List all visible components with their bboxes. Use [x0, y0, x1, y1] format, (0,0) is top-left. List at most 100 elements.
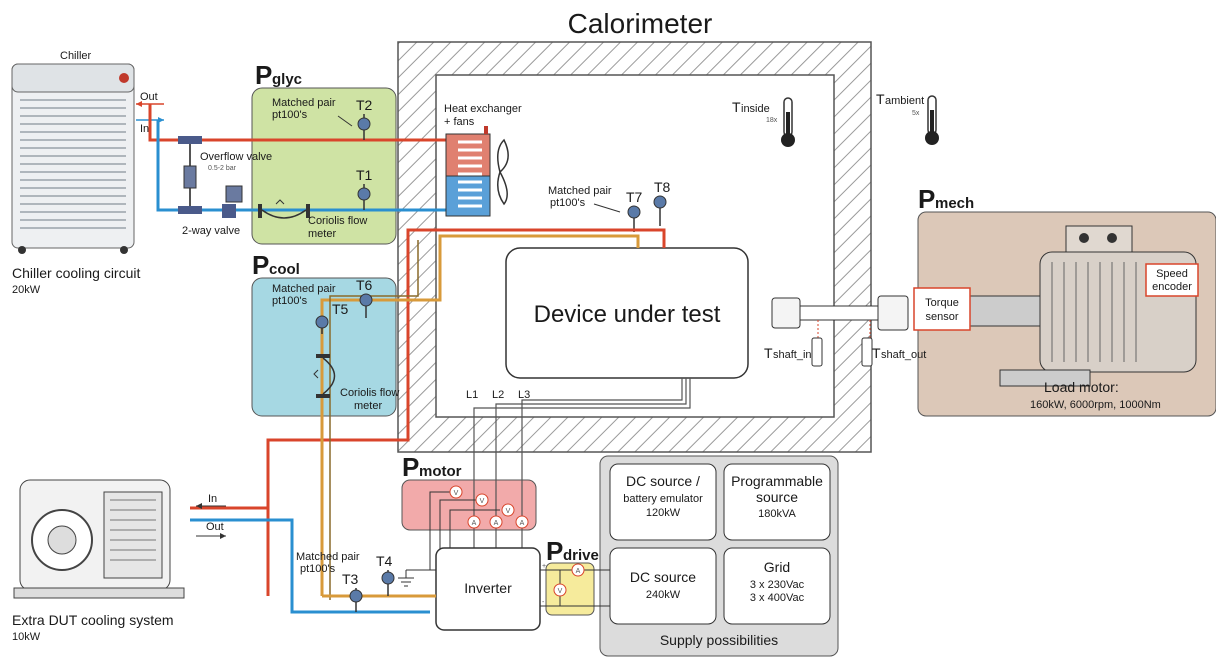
svg-text:V: V	[558, 588, 563, 595]
dc-source-box	[609, 547, 717, 625]
glyc-coriolis-label-1: Coriolis flow	[308, 215, 367, 227]
t8-label: T8	[654, 179, 671, 195]
dut-matched-1: Matched pair	[548, 185, 612, 197]
load-motor-specs: 160kW, 6000rpm, 1000Nm	[1030, 399, 1161, 411]
t7-sensor	[627, 205, 641, 232]
t3-label: T3	[342, 571, 359, 587]
load-motor-caption: Load motor:	[1044, 379, 1119, 395]
motor-voltmeter-2: V	[475, 493, 489, 507]
t1-label: T1	[356, 167, 373, 183]
overflow-valve-label: Overflow valve	[200, 151, 272, 163]
grid-line2: 3 x 230Vac	[750, 579, 805, 591]
ground-symbol	[398, 569, 436, 587]
t5-sensor	[315, 315, 329, 334]
chiller-in-label: In	[140, 123, 149, 135]
svg-text:shaft_in: shaft_in	[773, 349, 812, 361]
cool-matched-1: Matched pair	[272, 283, 336, 295]
inverter-box	[435, 547, 541, 631]
cool-region	[251, 277, 397, 417]
svg-text:A: A	[472, 520, 477, 527]
dut-matched-2: pt100's	[550, 197, 586, 209]
p-mech-label: P mech	[918, 184, 974, 214]
programmable-source-line2: source	[756, 489, 798, 505]
phase-l3-label: L3	[518, 389, 530, 401]
heat-exchanger	[445, 126, 491, 217]
glyc-matched-2: pt100's	[272, 109, 308, 121]
chiller-power: 20kW	[12, 284, 41, 296]
torque-sensor-box	[913, 287, 971, 331]
t2-sensor	[357, 114, 371, 140]
inverter-label: Inverter	[464, 580, 512, 596]
extra-matched-1: Matched pair	[296, 551, 360, 563]
svg-text:P: P	[546, 536, 563, 566]
fan-icon	[497, 138, 509, 206]
svg-text:drive: drive	[563, 547, 599, 564]
dut-cooling-pipes-cold	[329, 240, 419, 600]
svg-text:ambient: ambient	[885, 95, 924, 107]
chiller-out-label: Out	[140, 91, 158, 103]
overflow-valve	[178, 136, 202, 214]
svg-text:P: P	[402, 452, 419, 482]
drive-region	[545, 562, 595, 616]
torque-sensor-label-2: sensor	[925, 311, 958, 323]
programmable-source-box	[723, 463, 831, 541]
svg-text:A: A	[520, 520, 525, 527]
calorimeter-title: Calorimeter	[568, 8, 713, 39]
svg-text:T: T	[876, 91, 885, 107]
p-glyc-label: P glyc	[255, 60, 302, 90]
svg-text:18x: 18x	[766, 117, 778, 124]
dc-source-battery-box	[609, 463, 717, 541]
device-under-test-label: Device under test	[534, 301, 721, 328]
svg-text:V: V	[480, 498, 485, 505]
extra-pipes	[190, 506, 430, 614]
grid-box	[723, 547, 831, 625]
t4-label: T4	[376, 553, 393, 569]
phase-l2-label: L2	[492, 389, 504, 401]
svg-text:V: V	[506, 508, 511, 515]
tinside-label: T inside 18x	[732, 99, 778, 124]
chiller-caption: Chiller cooling circuit	[12, 265, 140, 281]
t5-label: T5	[332, 301, 349, 317]
thermometer-icon	[925, 95, 939, 145]
dc-source-battery-line2: battery emulator	[623, 493, 703, 505]
extra-in-label: In	[208, 493, 217, 505]
svg-text:shaft_out: shaft_out	[881, 349, 926, 361]
svg-text:T: T	[872, 345, 881, 361]
svg-text:motor: motor	[419, 463, 462, 480]
glyc-coriolis-meter	[258, 199, 310, 219]
device-under-test-box	[505, 247, 749, 379]
programmable-source-line3: 180kVA	[758, 508, 796, 520]
t1-sensor	[357, 184, 371, 210]
cool-matched-2: pt100's	[272, 295, 308, 307]
t7-label: T7	[626, 189, 643, 205]
two-way-valve-label: 2-way valve	[182, 225, 240, 237]
p-cool-label: P cool	[252, 250, 300, 280]
dc-source-line2: 240kW	[646, 589, 681, 601]
supply-caption: Supply possibilities	[660, 632, 778, 648]
t6-sensor	[359, 293, 373, 318]
extra-cooling-power: 10kW	[12, 631, 41, 643]
dc-source-battery-line3: 120kW	[646, 507, 681, 519]
t8-sensor	[653, 195, 667, 226]
tambient-label: T ambient 5x	[876, 91, 924, 117]
t2-label: T2	[356, 97, 373, 113]
phase-cables	[473, 378, 691, 548]
motor-ammeter-2: A	[489, 515, 503, 529]
shaft-out-sensor	[861, 337, 873, 367]
svg-text:5x: 5x	[912, 110, 920, 117]
heat-exchanger-label-1: Heat exchanger	[444, 103, 522, 115]
cool-coriolis-meter	[313, 354, 336, 398]
overflow-valve-range: 0.5-2 bar	[208, 165, 237, 172]
extra-cooling-caption: Extra DUT cooling system	[12, 612, 174, 628]
motor-ammeter-1: A	[467, 515, 481, 529]
svg-text:A: A	[576, 568, 581, 575]
glycol-hot-pipe	[148, 104, 446, 142]
t6-label: T6	[356, 277, 373, 293]
dc-source-line1: DC source	[630, 569, 696, 585]
glyc-coriolis-label-2: meter	[308, 228, 336, 240]
glycol-cold-pipe	[156, 120, 446, 212]
svg-text:glyc: glyc	[272, 71, 302, 88]
motor-voltmeter-1: V	[449, 485, 463, 499]
heat-exchanger-label-2: + fans	[444, 116, 475, 128]
extra-matched-2: pt100's	[300, 563, 336, 575]
